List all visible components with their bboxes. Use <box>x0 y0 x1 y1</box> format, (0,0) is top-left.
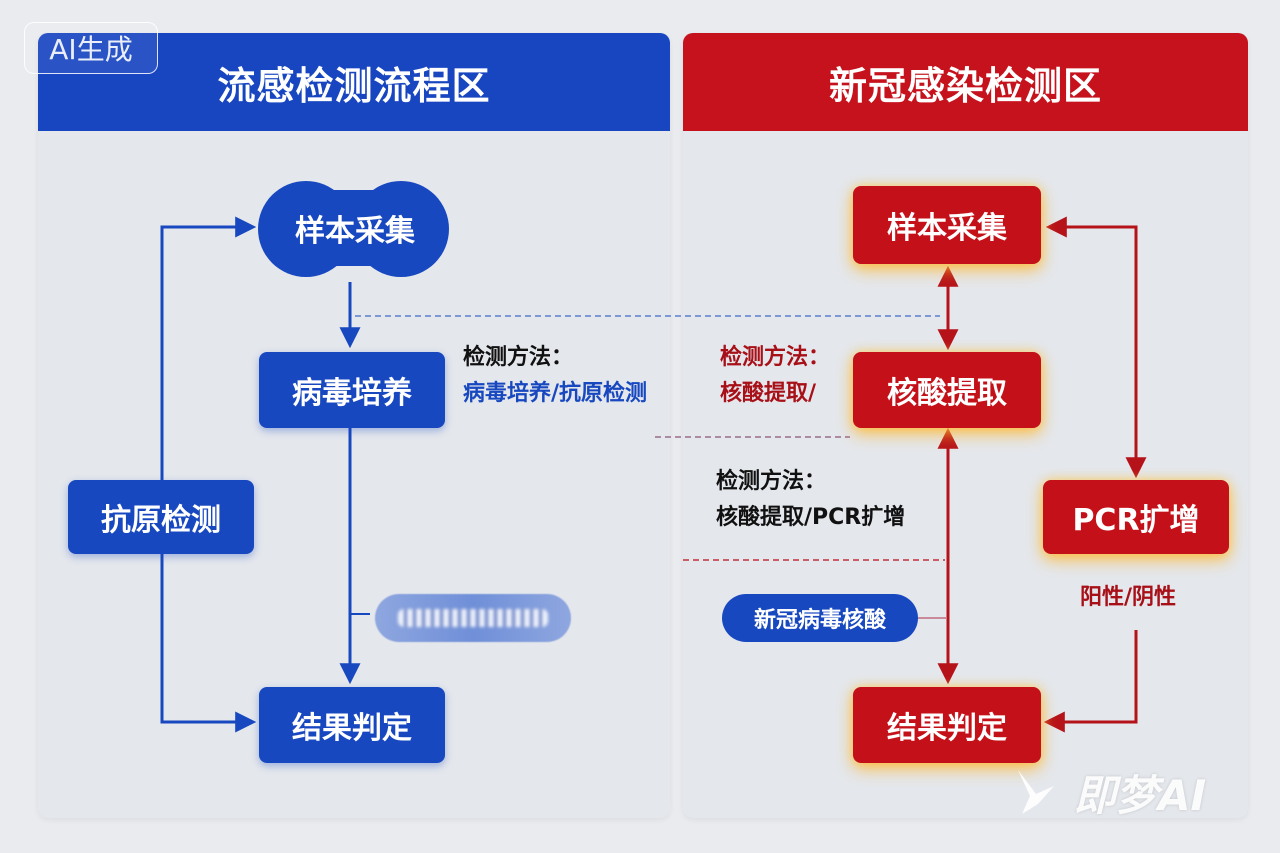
flu-method-value: 病毒培养/抗原检测 <box>463 381 648 406</box>
ai-generated-watermark: AI生成 <box>24 22 158 74</box>
covid-extraction-node[interactable]: 核酸提取 <box>853 352 1041 428</box>
pcr-outcome-label: 阳性/阴性 <box>1080 585 1177 610</box>
covid-panel-title: 新冠感染检测区 <box>683 33 1248 131</box>
covid-pcr-node[interactable]: PCR扩增 <box>1043 480 1229 554</box>
flu-sample-node[interactable]: 样本采集 <box>280 190 430 266</box>
flu-method-note: 检测方法： 病毒培养/抗原检测 <box>463 340 647 412</box>
covid-method-note-upper: 检测方法： 核酸提取/ <box>720 340 830 412</box>
flu-result-node[interactable]: 结果判定 <box>259 687 445 763</box>
covid-method-lower-value: 核酸提取/PCR扩增 <box>716 505 906 530</box>
flow-sample-pcr <box>1045 216 1147 479</box>
flow-antigen-to-result <box>160 553 257 733</box>
covid-method-note-lower: 检测方法： 核酸提取/PCR扩增 <box>716 464 905 536</box>
covid-sample-node[interactable]: 样本采集 <box>853 186 1041 264</box>
jimeng-watermark-text: 即梦AI <box>1074 770 1207 820</box>
flu-antigen-node[interactable]: 抗原检测 <box>68 480 254 554</box>
covid-method-upper-label: 检测方法： <box>720 345 831 370</box>
blurred-pill-scribble <box>398 609 548 627</box>
covid-method-upper-value: 核酸提取/ <box>720 381 817 406</box>
flow-pcr-result <box>1043 630 1138 733</box>
flow-antigen-loop <box>160 216 257 480</box>
flu-culture-node[interactable]: 病毒培养 <box>259 352 445 428</box>
covid-nucleic-pill[interactable]: 新冠病毒核酸 <box>722 594 918 642</box>
covid-method-lower-label: 检测方法： <box>716 469 827 494</box>
jimeng-logo-icon <box>1018 770 1054 814</box>
flu-panel-title: 流感检测流程区 <box>38 33 670 131</box>
covid-result-node[interactable]: 结果判定 <box>853 687 1041 763</box>
jimeng-ai-watermark: 即梦AI <box>1008 760 1206 824</box>
flu-method-label: 检测方法： <box>463 345 574 370</box>
